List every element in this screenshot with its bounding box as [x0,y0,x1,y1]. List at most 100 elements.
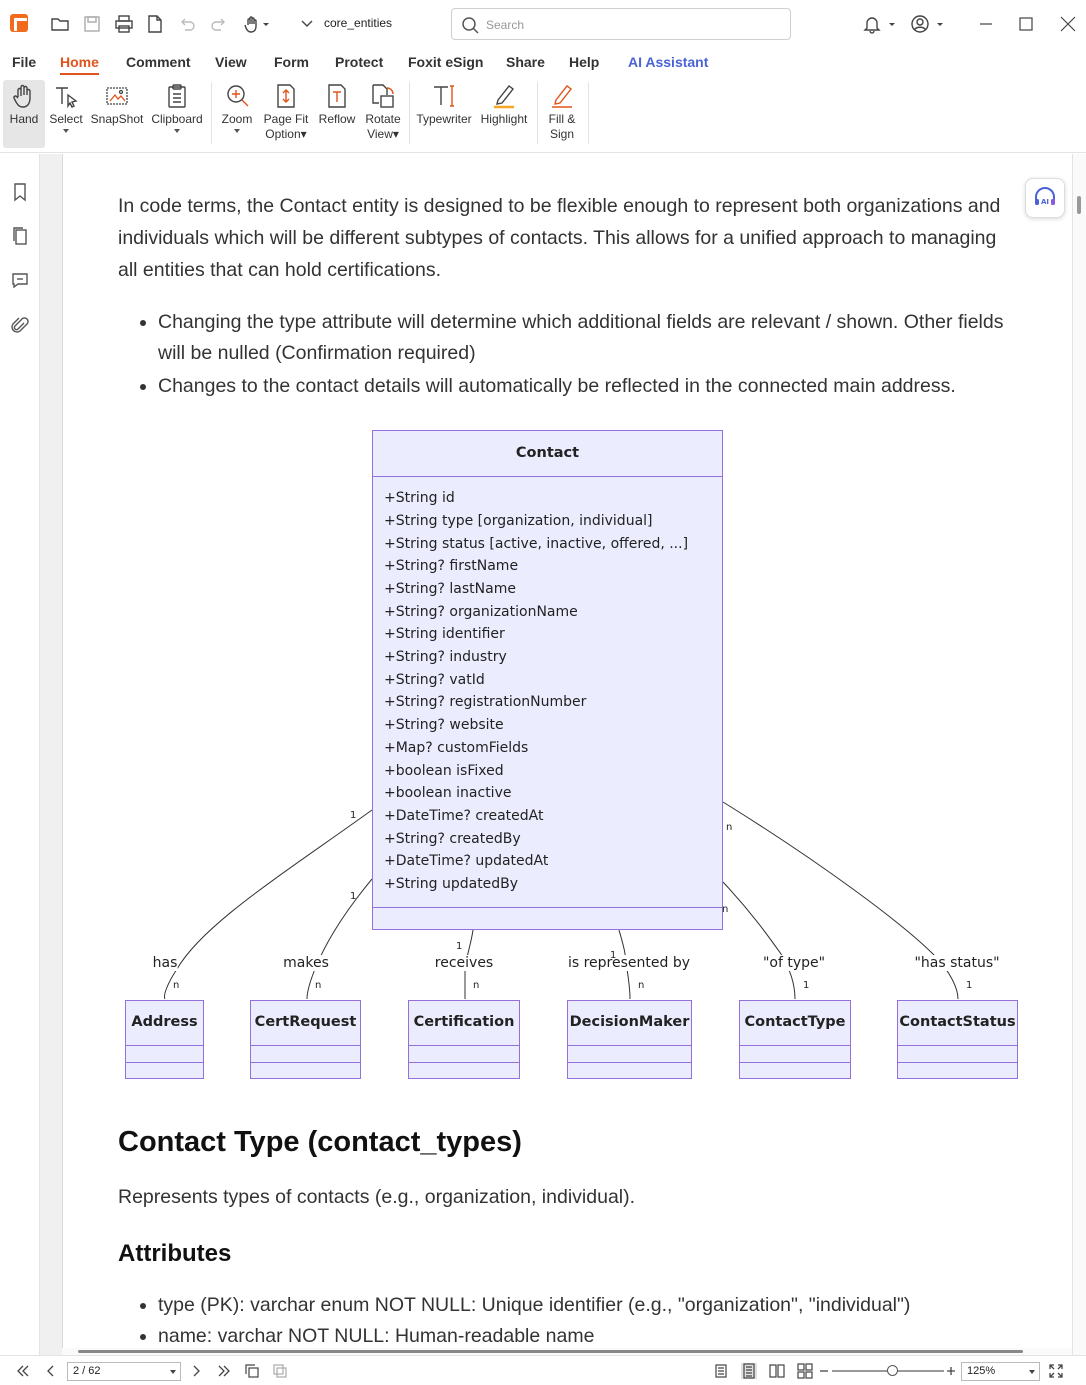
reflow-button[interactable]: Reflow [316,80,358,148]
hand-button[interactable]: Hand [3,80,45,148]
list-item: Changes to the contact details will auto… [140,371,1038,402]
uml-class-address: Address [125,1000,204,1079]
ai-assistant-button[interactable]: AI [1025,178,1065,218]
pdf-page: In code terms, the Contact entity is des… [62,154,1072,1355]
intro-paragraph: In code terms, the Contact entity is des… [118,195,1001,281]
comments-icon[interactable] [10,270,30,290]
edge-of-type [722,881,796,1000]
menu-foxit-esign[interactable]: Foxit eSign [408,54,484,70]
chevron-down-icon [170,1370,176,1374]
chevron-down-icon[interactable] [936,14,944,34]
zoom-in-icon [223,82,251,110]
scrollbar-thumb[interactable] [1077,196,1081,214]
continuous-facing-view-icon[interactable] [797,1363,813,1379]
bookmark-icon[interactable] [10,182,30,202]
fullscreen-icon[interactable] [1048,1363,1064,1379]
next-page-icon[interactable] [188,1363,204,1379]
zoom-level-select[interactable]: 125% [961,1362,1040,1381]
zoom-button[interactable]: Zoom [219,80,255,148]
clipboard-button[interactable]: Clipboard [150,80,204,148]
zoom-out-icon[interactable] [816,1363,832,1379]
menu-protect[interactable]: Protect [335,54,384,70]
foxit-logo-icon[interactable] [10,14,28,32]
page-number-input[interactable]: 2 / 62 [67,1362,181,1381]
menu-view[interactable]: View [215,54,247,70]
subsection-heading: Attributes [118,1240,232,1267]
multiplicity: 1 [456,941,463,952]
multiplicity: 1 [966,980,973,991]
uml-class-title: Contact [515,445,580,461]
uml-attribute: +boolean inactive [384,785,512,801]
multiplicity: 1 [610,950,617,961]
zoom-slider[interactable] [832,1365,944,1376]
continuous-view-icon[interactable] [741,1363,757,1379]
menu-form[interactable]: Form [274,54,309,70]
minimize-icon[interactable] [976,14,996,34]
multiplicity: 1 [803,980,810,991]
maximize-icon[interactable] [1016,14,1036,34]
previous-view-icon[interactable] [244,1363,260,1379]
pages-thumbnail-icon[interactable] [10,226,30,246]
list-item: type (PK): varchar enum NOT NULL: Unique… [140,1290,1038,1321]
menu-share[interactable]: Share [506,54,545,70]
hand-tool-quick-icon[interactable] [242,14,262,34]
fill-and-sign-button[interactable]: Fill &Sign [543,80,581,148]
account-icon[interactable] [910,14,930,34]
status-bar: 2 / 62 125% [0,1355,1086,1385]
save-icon[interactable] [82,14,102,34]
relation-label: makes [283,955,329,971]
redo-icon[interactable] [209,14,229,34]
previous-page-icon[interactable] [43,1363,59,1379]
chevron-down-icon[interactable] [262,14,270,34]
snapshot-button[interactable]: SnapShot [90,80,144,148]
uml-attribute: +String status [active, inactive, offere… [384,536,689,552]
select-button[interactable]: Select [48,80,84,148]
print-icon[interactable] [114,14,134,34]
zoom-slider-knob[interactable] [887,1365,898,1376]
first-page-icon[interactable] [15,1363,31,1379]
multiplicity: 1 [350,810,357,821]
multiplicity: 1 [350,891,357,902]
menu-ai-assistant[interactable]: AI Assistant [628,54,709,70]
search-box[interactable] [451,8,791,40]
uml-class-title: ContactType [744,1014,846,1030]
bell-icon[interactable] [862,14,882,34]
zoom-in-icon[interactable] [943,1363,959,1379]
relation-label: "has status" [914,955,1000,971]
undo-icon[interactable] [177,14,197,34]
menu-comment[interactable]: Comment [126,54,191,70]
typewriter-button[interactable]: Typewriter [416,80,472,148]
next-view-icon[interactable] [272,1363,288,1379]
fill-sign-pen-icon [548,82,576,110]
scrollbar-thumb[interactable] [78,1350,1023,1353]
single-page-view-icon[interactable] [713,1363,729,1379]
vertical-scrollbar[interactable] [1072,154,1086,1355]
edge-has [164,809,373,1000]
document-viewport[interactable]: In code terms, the Contact entity is des… [40,154,1072,1355]
uml-attribute: +String? createdBy [384,831,521,847]
attachment-icon[interactable] [10,316,30,336]
menu-help[interactable]: Help [569,54,600,70]
close-icon[interactable] [1058,14,1078,34]
page-fit-icon [272,82,300,110]
menu-file[interactable]: File [12,54,37,70]
uml-attribute: +String? industry [384,649,507,665]
uml-class-certrequest: CertRequest [250,1000,361,1079]
document-title: core_entities [324,16,393,30]
chevron-down-icon[interactable] [297,14,317,34]
uml-attribute: +boolean isFixed [384,763,504,779]
open-folder-icon[interactable] [50,14,70,34]
multiplicity: n [638,980,645,991]
search-input[interactable] [486,15,776,35]
facing-view-icon[interactable] [769,1363,785,1379]
uml-class-contactstatus: ContactStatus [897,1000,1018,1079]
menu-home[interactable]: Home [60,54,99,75]
horizontal-scrollbar[interactable] [62,1348,1072,1355]
highlight-button[interactable]: Highlight [478,80,530,148]
chevron-down-icon[interactable] [888,14,896,34]
last-page-icon[interactable] [216,1363,232,1379]
uml-attribute: +String? lastName [384,581,516,597]
new-document-icon[interactable] [145,14,165,34]
